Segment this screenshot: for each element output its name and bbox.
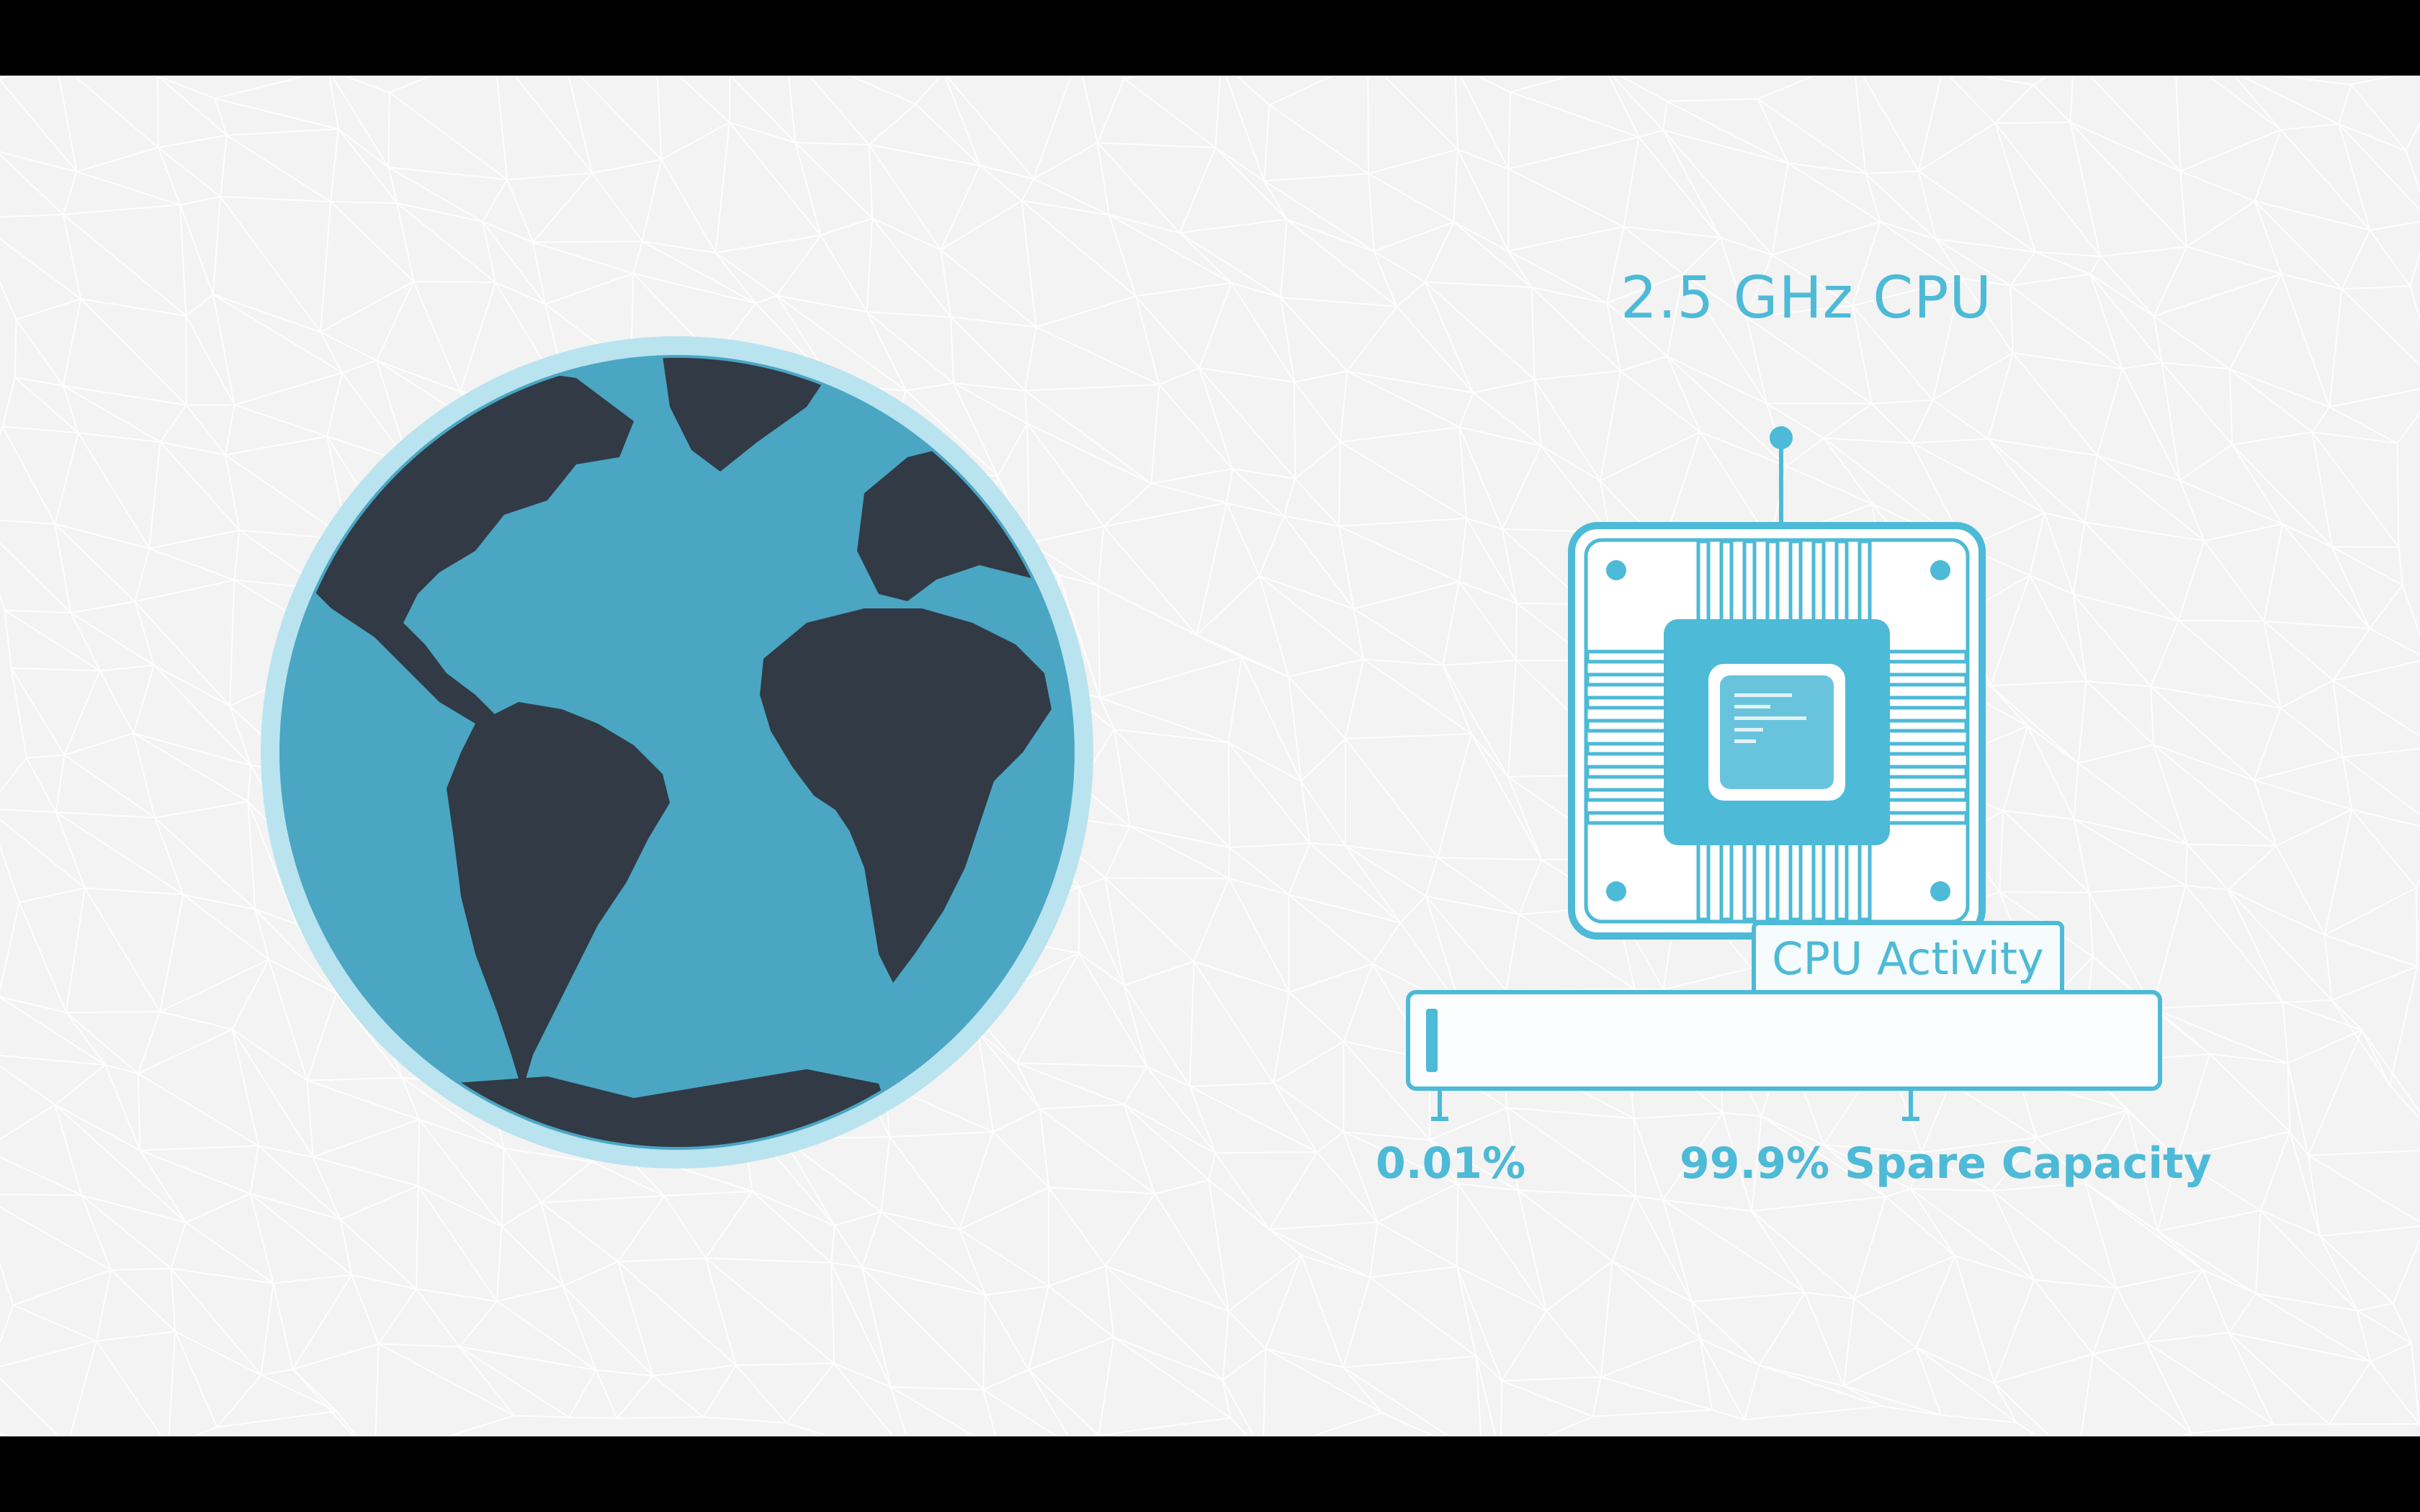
cpu-activity-bar xyxy=(1406,990,2162,1091)
globe-icon xyxy=(261,336,1093,1169)
spare-capacity-label: 99.9% Spare Capacity xyxy=(1680,1138,2212,1189)
video-frame: 2.5 GHz CPU CPU Activity 0.01% 99.9% Spa… xyxy=(0,76,2420,1436)
cpu-activity-fill xyxy=(1426,1009,1438,1072)
cpu-activity-label: CPU Activity xyxy=(1772,932,2044,985)
spare-tick xyxy=(1902,1091,1919,1121)
cpu-title: 2.5 GHz CPU xyxy=(1621,264,1992,331)
cpu-activity-tab xyxy=(1752,921,2064,990)
background-mesh xyxy=(0,76,2420,1436)
used-percent-label: 0.01% xyxy=(1376,1138,1526,1189)
used-tick xyxy=(1431,1091,1448,1121)
cpu-chip-icon xyxy=(1568,426,1986,940)
